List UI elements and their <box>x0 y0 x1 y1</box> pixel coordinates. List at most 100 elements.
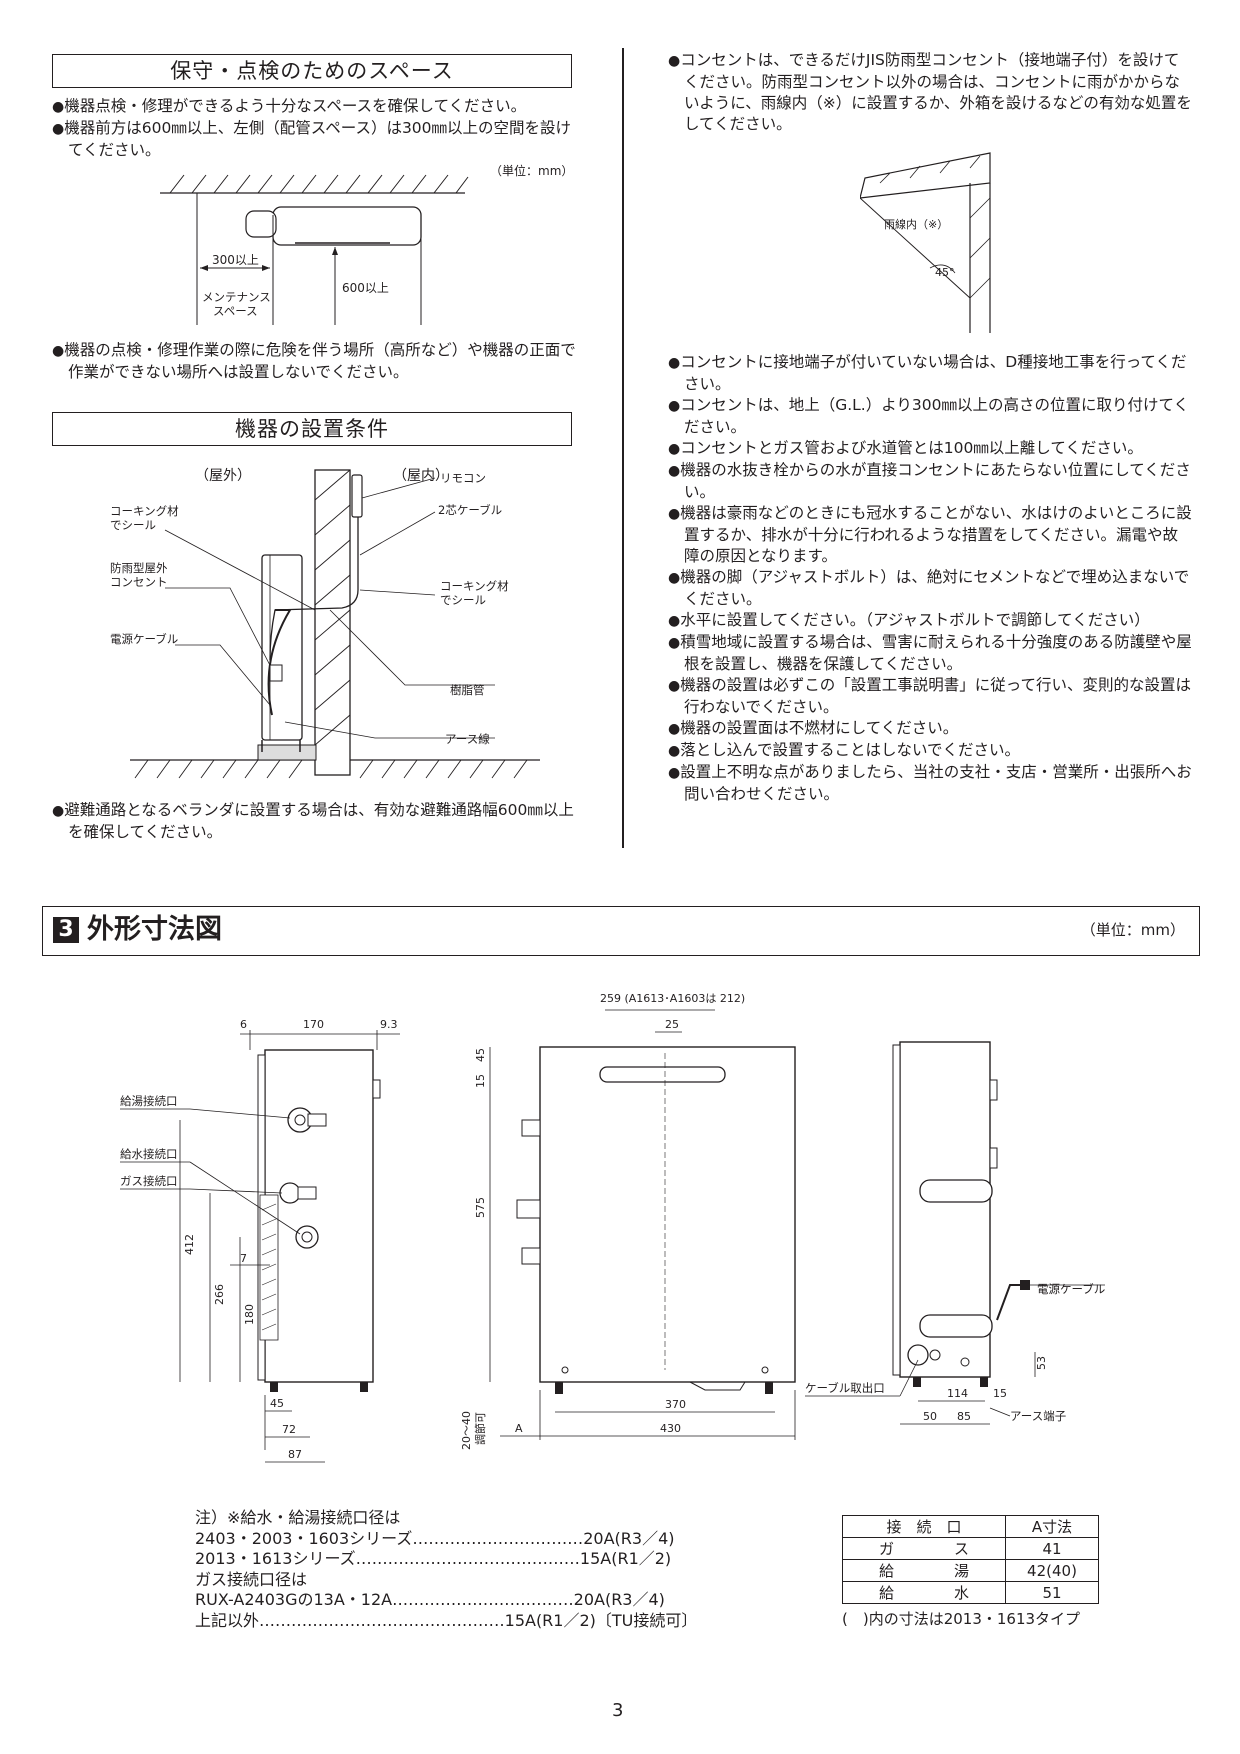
dim-label: 266 <box>213 1284 226 1305</box>
maintenance-bullets: 機器点検・修理ができるよう十分なスペースを確保してください。 機器前方は600㎜… <box>52 96 580 161</box>
caulk-label: コーキング材 <box>440 579 509 593</box>
list-item: 機器の設置は必ずこの「設置工事説明書」に従って行い、変則的な設置は行わないでくだ… <box>668 675 1193 718</box>
list-item: 機器の水抜き栓からの水が直接コンセントにあたらない位置にしてください。 <box>668 460 1193 503</box>
dim-label: 180 <box>243 1304 256 1325</box>
table-header: 接 続 口 <box>842 1515 1006 1538</box>
space-label: メンテナンス <box>202 290 271 304</box>
list-item: 設置上不明な点がありましたら、当社の支社・支店・営業所・出張所へお問い合わせくだ… <box>668 762 1193 805</box>
note-line: 上記以外‥‥‥‥‥‥‥‥‥‥‥‥‥‥‥‥‥‥‥‥‥‥‥15A(R1／2)〔TU接… <box>195 1610 698 1630</box>
list-item: コンセントに接地端子が付いていない場合は、D種接地工事を行ってください。 <box>668 352 1193 395</box>
power-cable-label: 電源ケーブル <box>1037 1282 1105 1296</box>
dim-label: 25 <box>665 1018 679 1031</box>
rain-line-diagram: 雨線内（※） 45° <box>860 152 991 333</box>
dim-label: 412 <box>183 1234 196 1255</box>
dim-label: 53 <box>1035 1356 1048 1370</box>
list-item: コンセントは、できるだけJIS防雨型コンセント（接地端子付）を設けてください。防… <box>668 50 1193 135</box>
dim-label: 15 <box>993 1387 1007 1400</box>
dim-600-label: 600以上 <box>342 281 389 295</box>
note-line: 2013・1613シリーズ‥‥‥‥‥‥‥‥‥‥‥‥‥‥‥‥‥‥‥‥‥15A(R1… <box>195 1549 672 1568</box>
install-diagram: （屋外） （屋内） リモコン 2芯ケーブル コーキング材 でシール 防雨型屋外 … <box>110 468 540 779</box>
dim-label: 6 <box>240 1018 247 1031</box>
dim-label: 85 <box>957 1410 971 1423</box>
space-label: スペース <box>213 304 258 318</box>
dim-label: 87 <box>288 1448 302 1461</box>
dim-label: 430 <box>660 1422 681 1435</box>
cable-label: 2芯ケーブル <box>438 503 502 517</box>
dim-label: A <box>515 1422 523 1435</box>
list-item: 積雪地域に設置する場合は、雪害に耐えられる十分強度のある防護壁や屋根を設置し、機… <box>668 632 1193 675</box>
maintenance-section-title: 保守・点検のためのスペース <box>52 54 572 88</box>
dim-300-label: 300以上 <box>212 253 259 267</box>
dim-label: 調節可 <box>473 1412 487 1445</box>
dim-label: 575 <box>474 1197 487 1218</box>
table-row: 給 水 51 <box>842 1581 1099 1604</box>
table-row: 接 続 口 A寸法 <box>842 1515 1099 1538</box>
outlet-bullets-top: コンセントは、できるだけJIS防雨型コンセント（接地端子付）を設けてください。防… <box>668 50 1193 135</box>
section-title: 外形寸法図 <box>87 914 222 945</box>
note-line: ガス接続口径は <box>195 1569 308 1589</box>
side-view-drawing: 6 170 9.3 給湯接続口 給水接続口 ガス接続口 412 266 180 … <box>120 1018 400 1463</box>
right-side-view-drawing: 電源ケーブル 53 ケーブル取出口 114 15 50 85 アース端子 <box>805 1041 1105 1425</box>
list-item: 機器前方は600㎜以上、左側（配管スペース）は300㎜以上の空間を設けてください… <box>52 118 580 161</box>
connection-table: 接 続 口 A寸法 ガ ス 41 給 湯 42(40) 給 水 51 <box>842 1515 1099 1604</box>
list-item: 水平に設置してください。（アジャストボルトで調節してください） <box>668 610 1193 632</box>
caulk-label: でシール <box>110 518 156 532</box>
gas-port-label: ガス接続口 <box>120 1174 178 1188</box>
list-item: 機器の点検・修理作業の際に危険を伴う場所（高所など）や機器の正面で作業ができない… <box>52 340 580 383</box>
table-row: 給 湯 42(40) <box>842 1559 1099 1582</box>
power-cable-label: 電源ケーブル <box>110 632 178 646</box>
dim-label: 170 <box>303 1018 324 1031</box>
dim-label: 259 (A1613･A1603は 212) <box>600 992 745 1005</box>
list-item: 避難通路となるベランダに設置する場合は、有効な避難通路幅600㎜以上を確保してく… <box>52 800 580 843</box>
page-number: 3 <box>612 1700 624 1721</box>
maintenance-bullets-after: 機器の点検・修理作業の際に危険を伴う場所（高所など）や機器の正面で作業ができない… <box>52 340 580 383</box>
install-section-title: 機器の設置条件 <box>52 412 572 446</box>
list-item: コンセントとガス管および水道管とは100㎜以上離してください。 <box>668 438 1193 460</box>
resin-pipe-label: 樹脂管 <box>450 683 485 697</box>
water-port-label: 給水接続口 <box>120 1147 178 1161</box>
table-row: ガ ス 41 <box>842 1537 1099 1560</box>
table-cell: 41 <box>1005 1537 1099 1560</box>
dim-label: 9.3 <box>380 1018 398 1031</box>
dim-label: 72 <box>282 1423 296 1436</box>
front-view-drawing: 259 (A1613･A1603は 212) 25 45 15 575 20～4… <box>460 992 796 1450</box>
list-item: コンセントは、地上（G.L.）より300㎜以上の高さの位置に取り付けてください。 <box>668 395 1193 438</box>
maintenance-diagram: （単位：mm） 300以上 600以上 メンテナンス スペース <box>160 163 573 325</box>
earth-wire-label: アース線 <box>445 732 490 746</box>
table-cell: 給 水 <box>842 1581 1006 1604</box>
rain-line-label: 雨線内（※） <box>884 217 948 231</box>
unit-label: （単位：mm） <box>490 163 573 178</box>
outlet-label: 防雨型屋外 <box>110 561 168 575</box>
unit-label: （単位：mm） <box>1080 921 1185 939</box>
caulk-label: でシール <box>440 593 486 607</box>
remote-label: リモコン <box>440 471 486 485</box>
port-size-notes: 注）※給水・給湯接続口径は 2403・2003・1603シリーズ‥‥‥‥‥‥‥‥… <box>195 1508 697 1631</box>
list-item: 機器の脚（アジャストボルト）は、絶対にセメントなどで埋め込まないでください。 <box>668 567 1193 610</box>
angle-label: 45° <box>935 266 955 279</box>
list-item: 機器の設置面は不燃材にしてください。 <box>668 718 1193 740</box>
table-cell: ガ ス <box>842 1537 1006 1560</box>
dim-label: 45 <box>270 1397 284 1410</box>
outlet-label: コンセント <box>110 575 168 589</box>
dim-label: 15 <box>474 1074 487 1088</box>
caulk-label: コーキング材 <box>110 504 179 518</box>
dimensions-section-header: 3 外形寸法図 （単位：mm） <box>42 906 1200 956</box>
table-note: ( )内の寸法は2013・1613タイプ <box>842 1610 1081 1628</box>
dim-label: 370 <box>665 1398 686 1411</box>
table-cell: 42(40) <box>1005 1559 1099 1582</box>
indoor-label: （屋内） <box>393 468 449 484</box>
dim-label: 45 <box>474 1048 487 1062</box>
list-item: 落とし込んで設置することはしないでください。 <box>668 740 1193 762</box>
dim-label: 114 <box>947 1387 968 1400</box>
note-line: 注）※給水・給湯接続口径は <box>195 1508 401 1527</box>
hot-water-port-label: 給湯接続口 <box>120 1094 178 1108</box>
install-bullets-after: 避難通路となるベランダに設置する場合は、有効な避難通路幅600㎜以上を確保してく… <box>52 800 580 843</box>
note-line: 2403・2003・1603シリーズ‥‥‥‥‥‥‥‥‥‥‥‥‥‥‥‥20A(R3… <box>195 1528 675 1548</box>
cable-exit-label: ケーブル取出口 <box>805 1381 885 1395</box>
dim-label: 20～40 <box>460 1411 473 1450</box>
list-item: 機器は豪雨などのときにも冠水することがない、水はけのよいところに設置するか、排水… <box>668 503 1193 567</box>
dim-label: 50 <box>923 1410 937 1423</box>
outlet-bullets: コンセントに接地端子が付いていない場合は、D種接地工事を行ってください。 コンセ… <box>668 352 1193 805</box>
table-cell: 給 湯 <box>842 1559 1006 1582</box>
column-divider <box>622 48 624 848</box>
